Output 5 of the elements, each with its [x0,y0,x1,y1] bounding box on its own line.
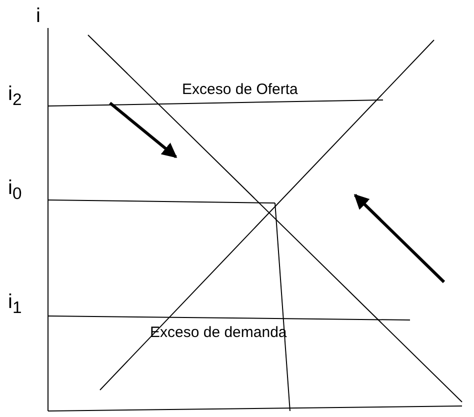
price-label: i$_{0}$ [8,178,22,203]
annotation: Exceso de Oferta [182,82,298,97]
price-label: i$_{1}$ [8,292,22,317]
axis-label: i [36,6,40,26]
price-label: i$_{2}$ [8,84,22,109]
